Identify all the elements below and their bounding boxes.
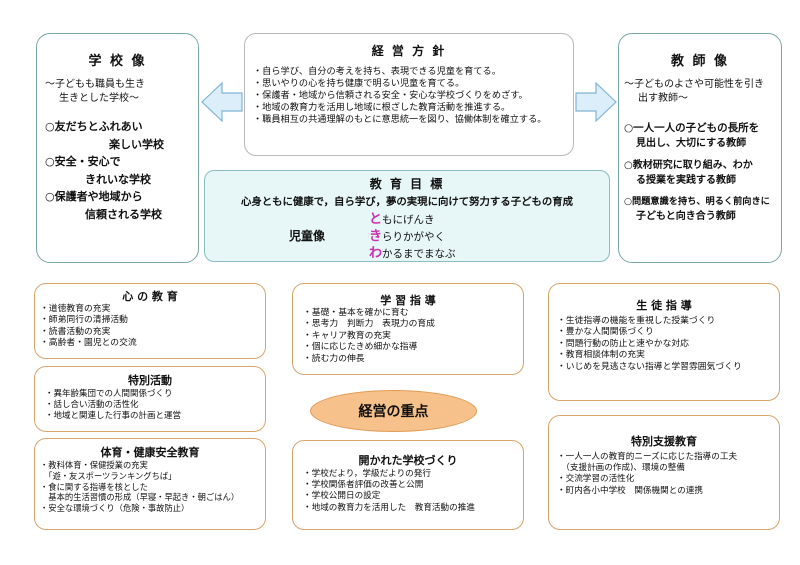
pe-health-safety-box: 体育・健康安全教育 ・教科体育・保健授業の充実 「遊・友スポーツランキングちば」… — [34, 438, 266, 530]
special-activities-list: ・異年齢集団での人間関係づくり ・話し合い活動の活性化 ・地域と関連した行事の計… — [45, 389, 181, 422]
pe-health-safety-item: 基本的生活習慣の形成（早寝・早起き・朝ごはん） — [40, 492, 240, 503]
acrostic-accent: わ — [369, 245, 383, 261]
open-school-item: ・学校公開日の設定 — [303, 491, 381, 502]
acrostic-row: ともにげんき — [369, 212, 435, 227]
heart-education-item: ・道徳教育の充実 — [40, 304, 111, 314]
student-guidance-item: ・教育相談体制の充実 — [557, 350, 645, 361]
arrow-right-icon — [575, 81, 617, 123]
special-activities-box: 特別活動 ・異年齢集団での人間関係づくり ・話し合い活動の活性化 ・地域と関連し… — [34, 366, 266, 432]
special-support-item: ・一人一人の教育的ニーズに応じた指導の工夫 — [557, 452, 738, 462]
education-goal-box: 教 育 目 標 心身ともに健康で，自ら学び，夢の実現に向けて努力する子どもの育成… — [204, 170, 610, 262]
open-school-title: 開かれた学校づくり — [358, 454, 458, 467]
student-guidance-title: 生 徒 指 導 — [636, 299, 692, 312]
learning-guidance-item: ・キャリア教育の充実 — [303, 330, 391, 341]
learning-guidance-item: ・読む力の伸長 — [303, 353, 365, 364]
pe-health-safety-item: ・教科体育・保健授業の充実 — [40, 460, 148, 470]
education-goal-main: 心身ともに健康で，自ら学び，夢の実現に向けて努力する子どもの育成 — [240, 196, 574, 208]
teacher-image-subtitle: 〜子どものよさや可能性を引き 出す教師〜 — [624, 79, 764, 104]
learning-guidance-item: ・思考力 判断力 表現力の育成 — [303, 319, 435, 330]
open-school-list: ・学校だより，学級だよりの発行 ・学校関係者評価の改善と公開 ・学校公開日の設定… — [303, 469, 475, 514]
special-support-title: 特別支援教育 — [631, 435, 697, 448]
policy-item: ・思いやりの心を持ち健康で明るい児童を育てる。 — [253, 77, 465, 89]
special-support-item: ・交流学習の活性化 — [557, 474, 635, 485]
open-school-item: ・学校関係者評価の改善と公開 — [303, 480, 424, 491]
open-school-item: ・学校だより，学級だよりの発行 — [303, 469, 431, 479]
heart-education-item: ・読書活動の充実 — [40, 326, 111, 337]
heart-education-item: ・師弟同行の清掃活動 — [40, 315, 128, 326]
policy-title: 経 営 方 針 — [371, 44, 447, 58]
heart-education-title: 心 の 教 育 — [122, 290, 178, 303]
teacher-image-box: 教 師 像 〜子どものよさや可能性を引き 出す教師〜 ○一人一人の子どもの長所を… — [618, 33, 782, 263]
learning-guidance-item: ・基礎・基本を確かに育む — [303, 308, 409, 318]
special-activities-item: ・異年齢集団での人間関係づくり — [45, 389, 173, 399]
acrostic-row: きらりかがやく — [369, 228, 446, 244]
heart-education-box: 心 の 教 育 ・道徳教育の充実 ・師弟同行の清掃活動 ・読書活動の充実 ・高齢… — [34, 283, 266, 359]
heart-education-list: ・道徳教育の充実 ・師弟同行の清掃活動 ・読書活動の充実 ・高齢者・園児との交流 — [40, 304, 137, 350]
policy-item: ・地域の教育力を活用し地域に根ざした教育活動を推進する。 — [253, 101, 511, 113]
pe-health-safety-item: ・安全な環境づくり（危険・事故防止） — [40, 503, 190, 514]
pe-health-safety-item: ・食に関する指導を核とした — [40, 481, 148, 492]
school-image-item: ○安全・安心で きれいな学校 — [45, 155, 151, 186]
student-guidance-item: ・いじめを見逃さない指導と学習雰囲気づくり — [557, 361, 742, 372]
child-image-acrostic: ともにげんき きらりかがやく わかるまでまなぶ — [369, 212, 456, 263]
policy-item: ・自ら学び、自分の考えを持ち、表現できる児童を育てる。 — [253, 66, 501, 77]
pe-health-safety-title: 体育・健康安全教育 — [100, 446, 200, 459]
student-guidance-item: ・問題行動の防止と速やかな対応 — [557, 338, 689, 349]
teacher-image-items: ○一人一人の子どもの長所を 見出し、大切にする教師 ○教材研究に取り組み、わか … — [624, 120, 770, 225]
policy-box: 経 営 方 針 ・自ら学び、自分の考えを持ち、表現できる児童を育てる。 ・思いや… — [244, 33, 574, 156]
student-guidance-list: ・生徒指導の機能を重視した授業づくり ・豊かな人間関係づくり ・問題行動の防止と… — [557, 316, 742, 373]
management-focus-ellipse: 経営の重点 — [310, 390, 477, 432]
special-support-item: （支援計画の作成)、環境の整備 — [557, 463, 685, 474]
learning-guidance-box: 学 習 指 導 ・基礎・基本を確かに育む ・思考力 判断力 表現力の育成 ・キャ… — [292, 283, 524, 375]
teacher-image-item: ○一人一人の子どもの長所を 見出し、大切にする教師 — [624, 122, 760, 150]
child-image-label: 児童像 — [289, 229, 326, 243]
teacher-image-item: ○問題意識を持ち、明るく前向きに 子どもと向き合う教師 — [624, 195, 770, 223]
school-image-title: 学 校 像 — [88, 54, 147, 69]
special-activities-title: 特別活動 — [128, 374, 172, 387]
education-goal-title: 教 育 目 標 — [369, 177, 445, 191]
special-support-item: ・町内各小中学校 関係機関との連携 — [557, 485, 704, 496]
acrostic-accent: と — [369, 212, 383, 227]
special-support-list: ・一人一人の教育的ニーズに応じた指導の工夫 （支援計画の作成)、環境の整備 ・交… — [557, 452, 737, 497]
school-image-subtitle: 〜子どもも職員も生き 生きとした学校〜 — [45, 79, 145, 104]
special-activities-item: ・地域と関連した行事の計画と運営 — [45, 411, 182, 422]
school-image-box: 学 校 像 〜子どもも職員も生き 生きとした学校〜 ○友だちとふれあい 楽しい学… — [36, 33, 199, 263]
learning-guidance-title: 学 習 指 導 — [380, 294, 436, 307]
pe-health-safety-list: ・教科体育・保健授業の充実 「遊・友スポーツランキングちば」 ・食に関する指導を… — [40, 460, 239, 514]
acrostic-row: わかるまでまなぶ — [369, 245, 456, 261]
special-support-box: 特別支援教育 ・一人一人の教育的ニーズに応じた指導の工夫 （支援計画の作成)、環… — [548, 415, 780, 530]
policy-list: ・自ら学び、自分の考えを持ち、表現できる児童を育てる。 ・思いやりの心を持ち健康… — [253, 66, 546, 126]
acrostic-accent: き — [369, 228, 383, 244]
school-image-items: ○友だちとふれあい 楽しい学校 ○安全・安心で きれいな学校 ○保護者や地域から… — [45, 118, 164, 224]
special-activities-item: ・話し合い活動の活性化 — [45, 400, 139, 411]
learning-guidance-item: ・個に応じたきめ細かな指導 — [303, 342, 418, 353]
policy-item: ・職員相互の共通理解のもとに意思統一を図り、協働体制を確立する。 — [253, 113, 547, 125]
arrow-left-icon — [201, 81, 243, 123]
policy-item: ・保護者・地域から信頼される安全・安心な学校づくりをめざす。 — [253, 89, 528, 101]
pe-health-safety-item: 「遊・友スポーツランキングちば」 — [40, 470, 177, 481]
heart-education-item: ・高齢者・園児との交流 — [40, 338, 137, 349]
student-guidance-item: ・豊かな人間関係づくり — [557, 327, 654, 338]
student-guidance-item: ・生徒指導の機能を重視した授業づくり — [557, 316, 716, 326]
teacher-image-item: ○教材研究に取り組み、わか る授業を実践する教師 — [624, 159, 753, 187]
learning-guidance-list: ・基礎・基本を確かに育む ・思考力 判断力 表現力の育成 ・キャリア教育の充実 … — [303, 308, 435, 365]
teacher-image-title: 教 師 像 — [670, 54, 730, 69]
school-image-item: ○友だちとふれあい 楽しい学校 — [45, 120, 164, 151]
school-image-item: ○保護者や地域から 信頼される学校 — [45, 190, 162, 221]
open-school-box: 開かれた学校づくり ・学校だより，学級だよりの発行 ・学校関係者評価の改善と公開… — [292, 440, 524, 530]
open-school-item: ・地域の教育力を活用した 教育活動の推進 — [303, 502, 475, 513]
student-guidance-box: 生 徒 指 導 ・生徒指導の機能を重視した授業づくり ・豊かな人間関係づくり ・… — [548, 283, 780, 401]
